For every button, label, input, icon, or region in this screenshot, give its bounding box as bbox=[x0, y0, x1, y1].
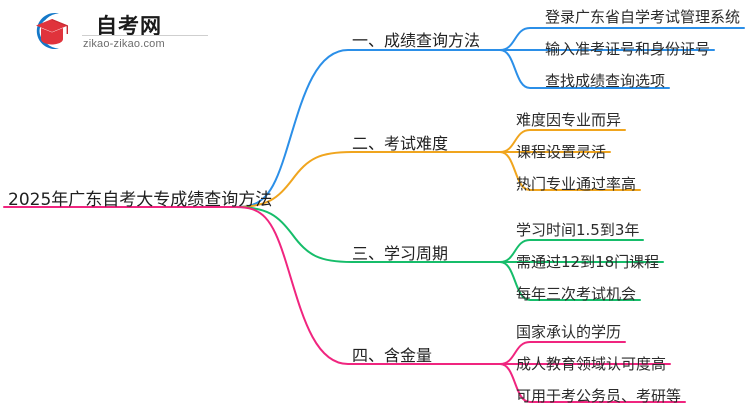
branch-3-child-1[interactable]: 学习时间1.5到3年 bbox=[516, 221, 640, 239]
branch-4-child-3[interactable]: 可用于考公务员、考研等 bbox=[516, 387, 682, 405]
branch-3-child-2[interactable]: 需通过12到18门课程 bbox=[516, 253, 660, 271]
branch-1-child-3[interactable]: 查找成绩查询选项 bbox=[545, 72, 666, 90]
graduation-cap-logo-icon bbox=[36, 13, 68, 49]
site-logo: 自考网 zikao-zikao.com bbox=[28, 8, 208, 54]
branch-2-child-3[interactable]: 热门专业通过率高 bbox=[516, 175, 637, 193]
branch-label-2[interactable]: 二、考试难度 bbox=[352, 134, 449, 153]
branch-label-3[interactable]: 三、学习周期 bbox=[352, 244, 449, 263]
branch-4-child-1[interactable]: 国家承认的学历 bbox=[516, 323, 622, 341]
branch-2-child-2[interactable]: 课程设置灵活 bbox=[516, 143, 607, 161]
logo-url: zikao-zikao.com bbox=[83, 38, 165, 50]
branch-2-child-1[interactable]: 难度因专业而异 bbox=[516, 111, 622, 129]
branch-1-child-2[interactable]: 输入准考证号和身份证号 bbox=[545, 40, 711, 58]
branch-label-4[interactable]: 四、含金量 bbox=[352, 346, 433, 365]
branch-4-child-2[interactable]: 成人教育领域认可度高 bbox=[516, 355, 667, 373]
logo-name-cn: 自考网 bbox=[96, 14, 162, 38]
logo-wordmark: 自考网 zikao-zikao.com bbox=[82, 10, 208, 54]
branch-1-child-1[interactable]: 登录广东省自学考试管理系统 bbox=[545, 8, 741, 26]
logo-divider bbox=[82, 35, 208, 36]
mindmap-root-label[interactable]: 2025年广东自考大专成绩查询方法 bbox=[8, 190, 273, 210]
branch-3-child-3[interactable]: 每年三次考试机会 bbox=[516, 285, 637, 303]
branch-label-1[interactable]: 一、成绩查询方法 bbox=[352, 31, 481, 50]
